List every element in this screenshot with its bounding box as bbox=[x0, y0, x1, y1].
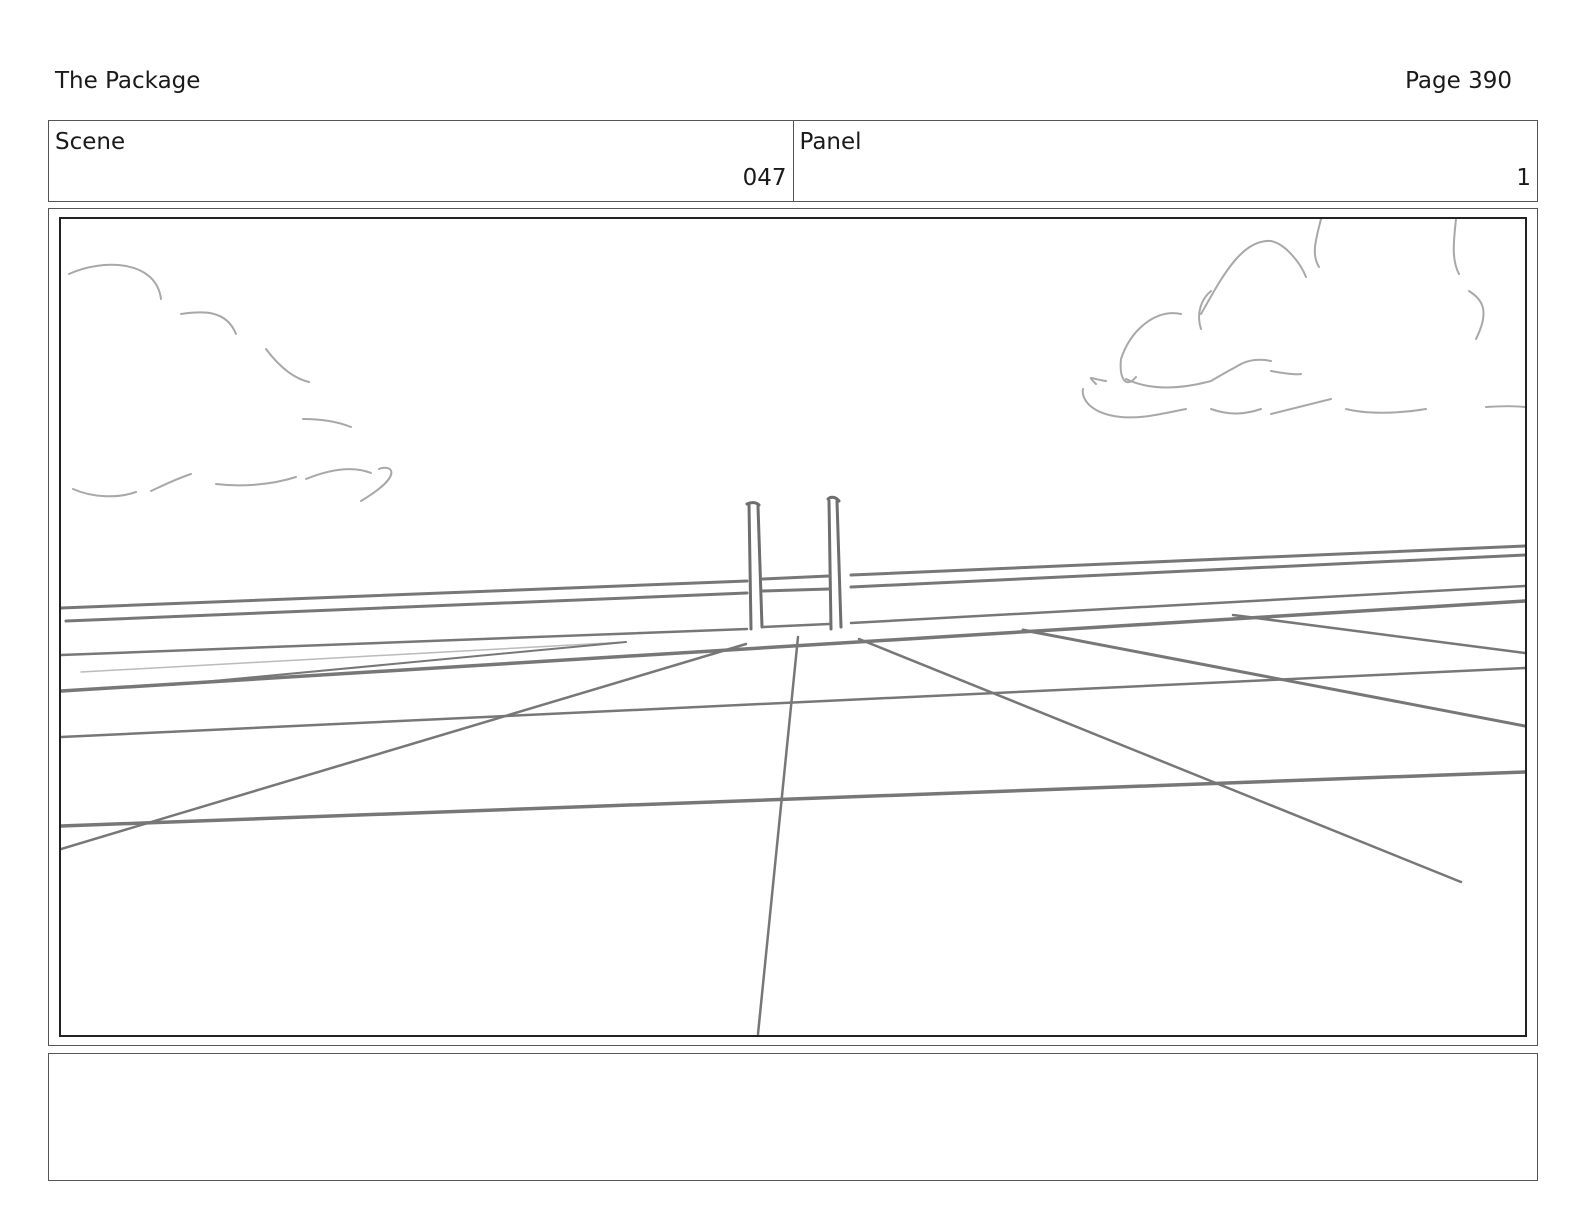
cloud-right bbox=[1081, 219, 1525, 419]
perspective-lines bbox=[61, 544, 1525, 1035]
storyboard-sketch bbox=[59, 217, 1527, 1037]
page-number: Page 390 bbox=[1405, 68, 1512, 94]
sketch-drawing bbox=[61, 219, 1525, 1035]
scene-cell: Scene 047 bbox=[49, 121, 793, 201]
scene-panel-info-row: Scene 047 Panel 1 bbox=[48, 120, 1538, 202]
storyboard-panel-frame bbox=[48, 208, 1538, 1046]
cloud-left bbox=[68, 263, 393, 502]
panel-number: 1 bbox=[1516, 165, 1531, 191]
scene-number: 047 bbox=[742, 165, 787, 191]
fence-posts bbox=[745, 495, 843, 631]
scene-label: Scene bbox=[55, 129, 126, 155]
document-title: The Package bbox=[55, 68, 201, 94]
panel-cell: Panel 1 bbox=[792, 121, 1538, 201]
panel-label: Panel bbox=[799, 129, 862, 155]
panel-notes-box[interactable] bbox=[48, 1053, 1538, 1181]
